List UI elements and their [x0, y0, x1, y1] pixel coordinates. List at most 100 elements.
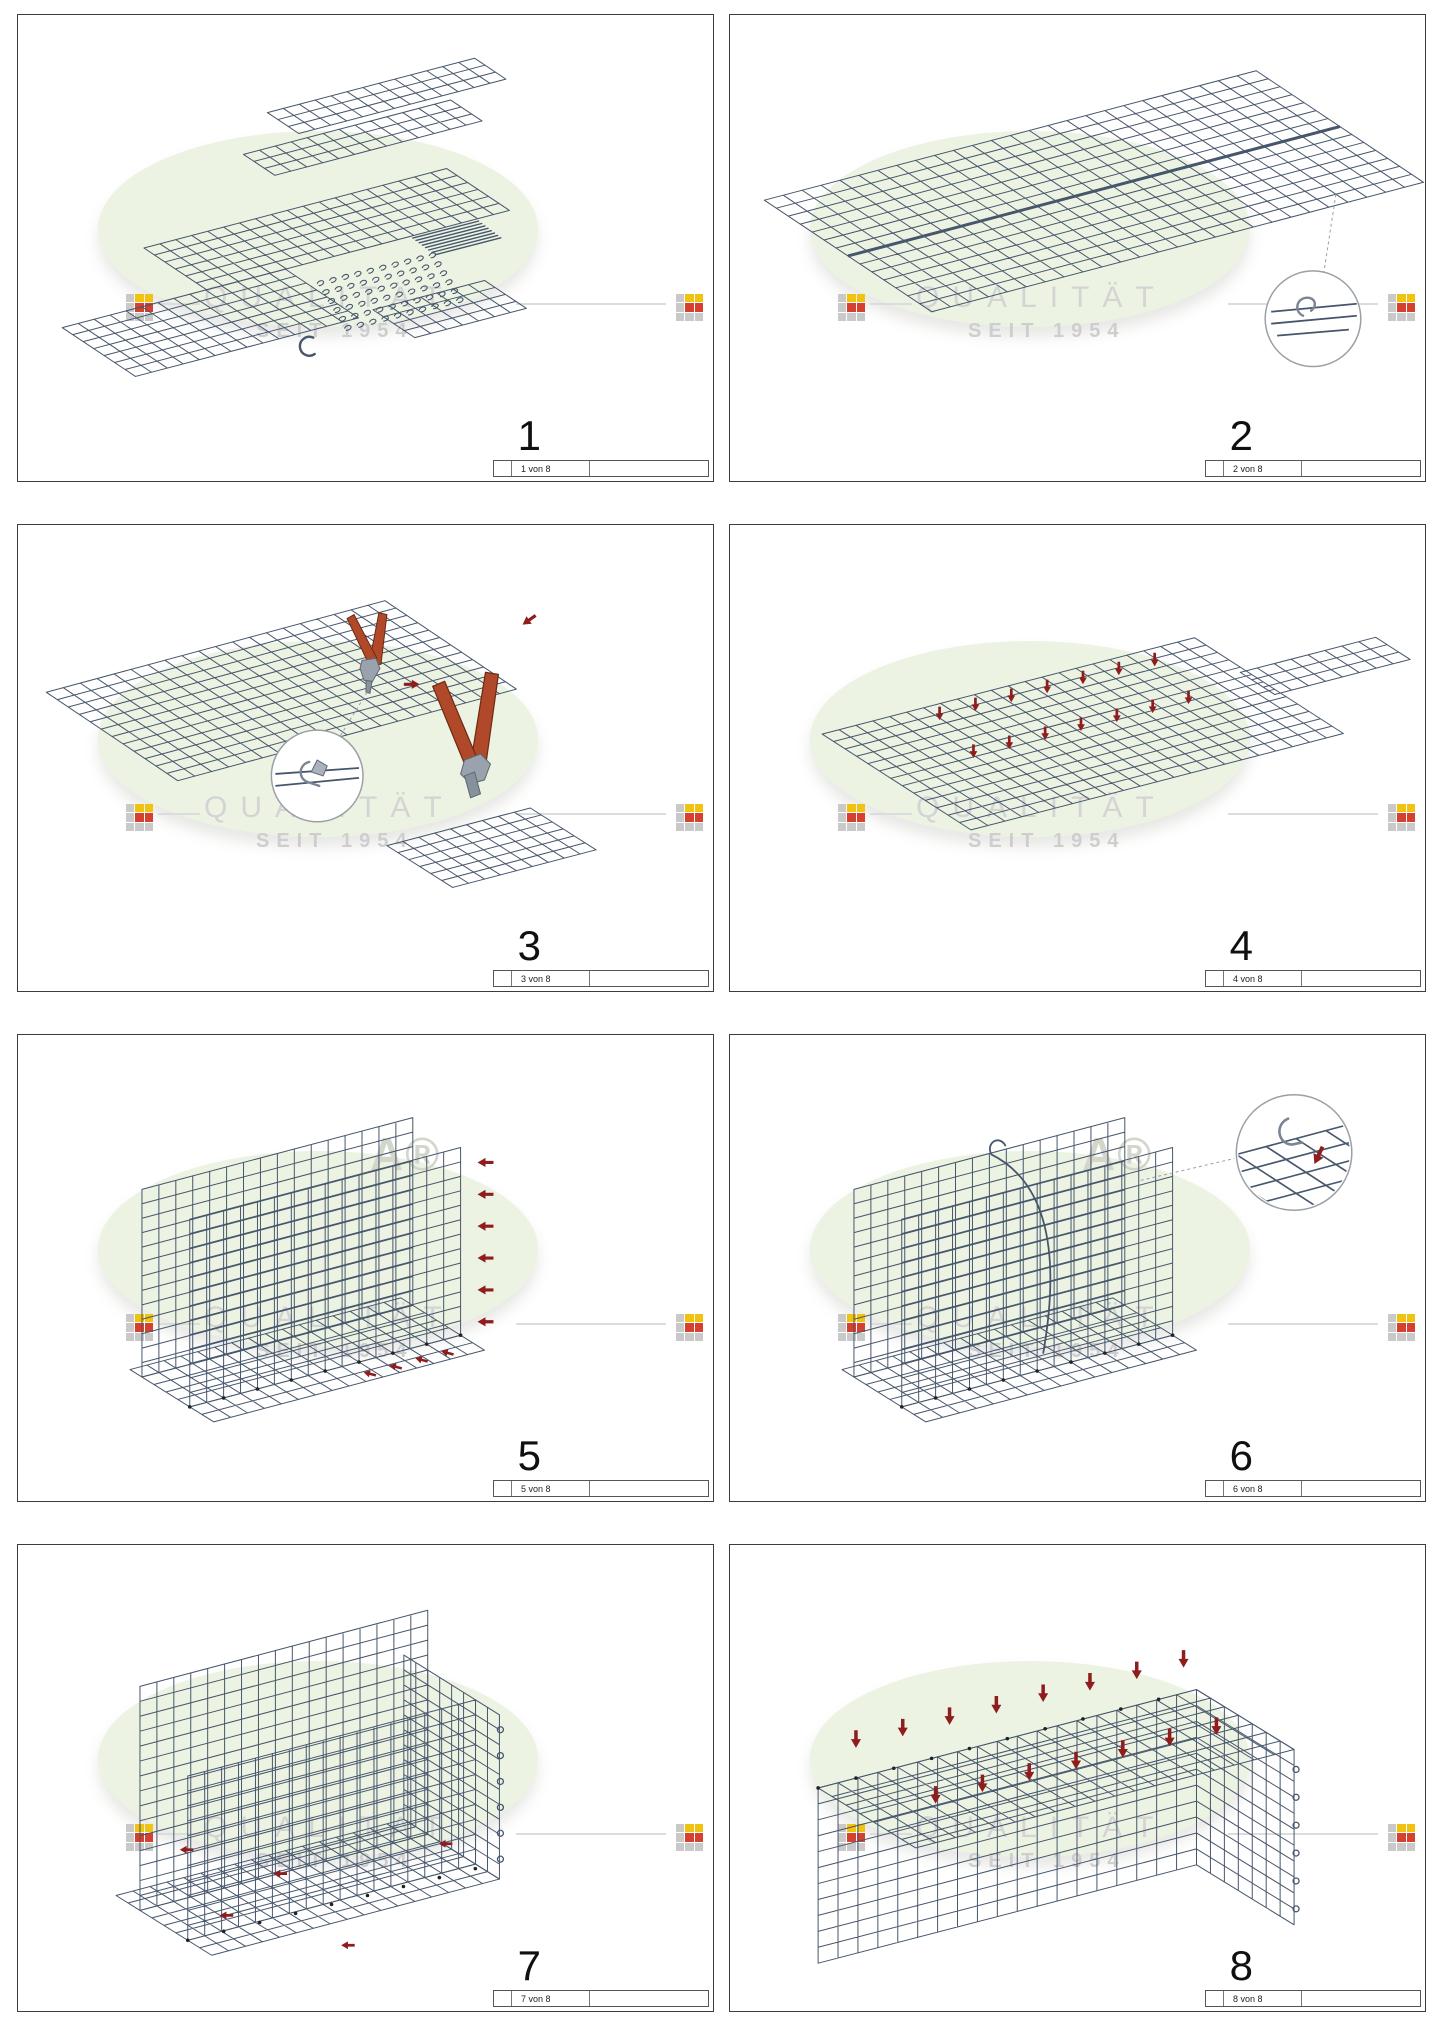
step-6-illustration	[841, 1093, 1353, 1423]
red-arrow	[991, 1695, 1002, 1714]
detail-magnifier	[1235, 1093, 1353, 1211]
watermark-rule	[516, 303, 666, 305]
step-number: 8	[1229, 1942, 1253, 1989]
step-number: 4	[1229, 922, 1253, 969]
red-arrow	[1070, 1751, 1082, 1770]
brand-logo-squares	[1388, 294, 1415, 321]
detail-hook	[1278, 1117, 1304, 1146]
mesh-panel	[817, 1689, 1197, 1964]
red-arrow	[1038, 1684, 1049, 1703]
mesh-panel	[853, 1117, 1126, 1378]
red-arrow	[1131, 1661, 1142, 1680]
red-arrow	[477, 1285, 494, 1295]
step-5-illustration	[129, 1117, 494, 1423]
mesh-panel	[403, 1654, 500, 1880]
brand-logo-squares	[838, 1824, 865, 1851]
red-arrow	[944, 1707, 955, 1725]
large-pliers	[431, 671, 500, 799]
red-arrow	[1024, 1763, 1035, 1781]
mesh-panel	[1239, 636, 1411, 695]
mesh-panel	[821, 637, 1344, 831]
reinforced-wire	[847, 125, 1341, 258]
step-number: 1	[517, 412, 541, 459]
step-panel-8: A® QUALITÄT SEIT 1954 8 8 von 8	[729, 1544, 1426, 2012]
footer-cell	[590, 971, 708, 986]
footer-cell	[494, 971, 512, 986]
mesh-panel	[1195, 1689, 1295, 1926]
step-panel-7: A® QUALITÄT SEIT 1954 7 7 von 8	[17, 1544, 714, 2012]
mesh-panel	[901, 1147, 1174, 1408]
mesh-panel	[817, 1689, 1295, 1849]
watermark-rule	[1228, 813, 1378, 815]
red-arrow	[971, 697, 980, 712]
footer-cell	[590, 461, 708, 476]
detail-magnifier	[1264, 270, 1362, 368]
sheet-counter-box: 7 von 8	[493, 1990, 709, 2007]
watermark-rule	[870, 1833, 912, 1835]
watermark-rule	[1228, 1833, 1378, 1835]
red-arrow	[477, 1253, 494, 1263]
brand-logo-squares	[1388, 804, 1415, 831]
mesh-panel	[266, 57, 507, 134]
red-arrow	[897, 1718, 908, 1737]
red-arrow	[1041, 726, 1050, 741]
red-arrow	[1084, 1673, 1095, 1691]
red-arrow	[1114, 661, 1123, 676]
step-panel-2: A® QUALITÄT SEIT 1954 2 2 von 8	[729, 14, 1426, 482]
mesh-panel	[243, 99, 483, 176]
step-panel-5: A® QUALITÄT SEIT 1954 5 5 von 8	[17, 1034, 714, 1502]
brand-logo-squares	[126, 1314, 153, 1341]
footer-cell	[1206, 461, 1224, 476]
watermark-rule	[870, 303, 912, 305]
step-4-illustration	[821, 636, 1411, 831]
plier-jaw	[310, 759, 328, 777]
brace-hook	[989, 1139, 1007, 1156]
sheet-counter-box: 4 von 8	[1205, 970, 1421, 987]
sheet-counter-box: 1 von 8	[493, 460, 709, 477]
step-panel-4: A® QUALITÄT SEIT 1954 4 4 von 8	[729, 524, 1426, 992]
wire-rods	[412, 220, 502, 256]
red-arrow	[1007, 688, 1016, 703]
mesh-panel	[386, 807, 597, 888]
footer-cell	[494, 461, 512, 476]
brand-logo-squares	[838, 1314, 865, 1341]
spiral-knobs	[1292, 1765, 1300, 1913]
mesh-panel	[45, 600, 517, 782]
brand-logo-squares	[1388, 1824, 1415, 1851]
step-2-illustration	[763, 70, 1425, 368]
watermark-ellipse	[98, 1151, 538, 1347]
footer-cell	[590, 1991, 708, 2006]
red-arrow	[850, 1730, 861, 1748]
red-arrow	[477, 1221, 494, 1231]
watermark-rule	[158, 1833, 200, 1835]
spiral-knobs	[496, 1726, 505, 1863]
mesh-panel	[61, 268, 360, 377]
mesh-panel	[129, 1297, 485, 1423]
sheet-counter-label: 6 von 8	[1224, 1481, 1302, 1496]
mesh-panel	[141, 1117, 414, 1378]
watermark-text-seit: SEIT 1954	[968, 320, 1126, 342]
red-arrow	[1211, 1717, 1222, 1735]
footer-cell	[1206, 1481, 1224, 1496]
sheet-counter-label: 3 von 8	[512, 971, 590, 986]
brand-logo-squares	[676, 804, 703, 831]
watermark-text-seit: SEIT 1954	[256, 830, 414, 852]
footer-cell	[590, 1481, 708, 1496]
step-1-illustration	[61, 57, 527, 377]
watermark-partial-brand: A®	[370, 1128, 442, 1180]
red-arrow	[1164, 1728, 1175, 1747]
sheet-counter-box: 8 von 8	[1205, 1990, 1421, 2007]
footer-cell	[1302, 461, 1420, 476]
red-arrow	[341, 1941, 355, 1950]
step-8-illustration	[816, 1650, 1300, 1964]
sheet-counter-box: 3 von 8	[493, 970, 709, 987]
watermark-rule	[516, 1833, 666, 1835]
footer-cell	[494, 1481, 512, 1496]
red-arrow	[977, 1774, 988, 1793]
detail-c-clip	[299, 760, 321, 788]
brand-logo-squares	[838, 294, 865, 321]
leader-line	[1323, 194, 1337, 272]
red-arrow	[969, 744, 978, 758]
sheet-counter-box: 2 von 8	[1205, 460, 1421, 477]
red-arrow	[415, 1356, 429, 1364]
